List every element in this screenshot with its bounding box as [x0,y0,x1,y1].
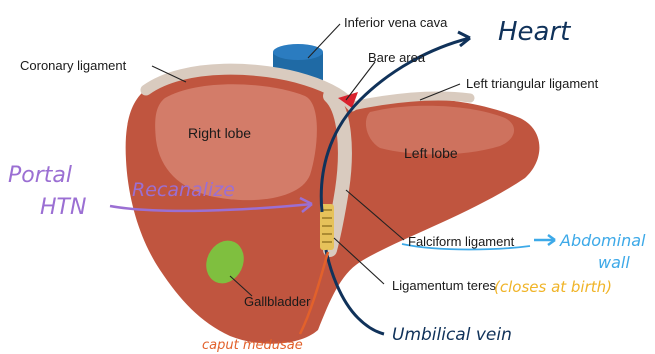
label-ligamentum-teres: Ligamentum teres [392,278,497,293]
note-closes-at-birth: (closes at birth) [494,278,612,296]
note-wall: wall [598,253,630,272]
note-portal: Portal [8,163,72,188]
label-coronary-ligament: Coronary ligament [20,58,127,73]
label-falciform-ligament: Falciform ligament [408,234,515,249]
label-inferior-vena-cava: Inferior vena cava [344,15,448,30]
label-left-lobe: Left lobe [404,145,458,161]
label-bare-area: Bare area [368,50,426,65]
note-abdominal: Abdominal [559,231,646,250]
note-umbilical-vein: Umbilical vein [392,325,512,345]
label-left-triangular-ligament: Left triangular ligament [466,76,599,91]
label-gallbladder: Gallbladder [244,294,311,309]
note-recanalize: Recanalize [132,179,235,201]
note-htn: HTN [40,195,86,220]
note-caput-medusae: caput medusae [202,338,303,353]
note-heart: Heart [498,17,571,47]
label-right-lobe: Right lobe [188,125,251,141]
